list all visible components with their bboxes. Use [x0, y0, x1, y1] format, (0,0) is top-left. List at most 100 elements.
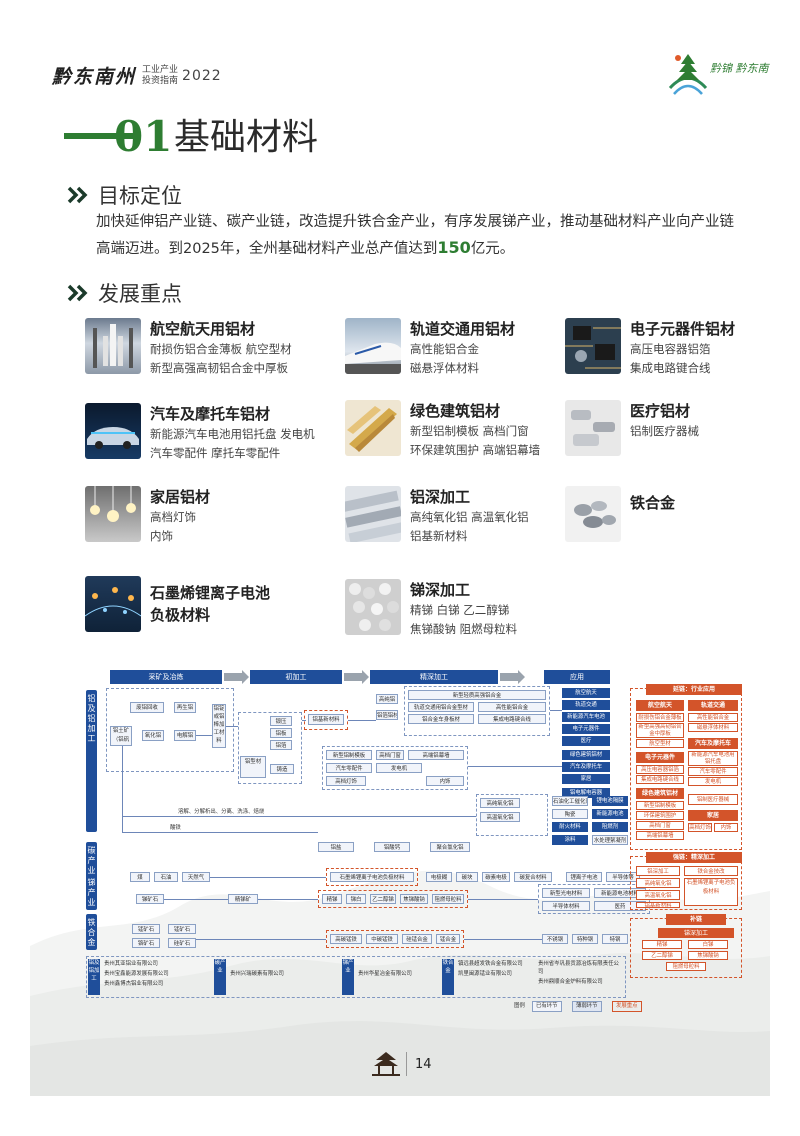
carbon-item: 石墨烯锂离子电池负极材料	[330, 872, 414, 882]
carbon-item: 碳块	[456, 872, 478, 882]
oxide-box: 高纯氧化铝	[480, 798, 520, 808]
goal-text-after: 亿元。	[470, 241, 515, 257]
battery-network-image	[85, 576, 141, 632]
connector	[468, 899, 538, 900]
card-line: 焦锑酸钠 阻燃母粒料	[410, 622, 518, 636]
card-line: 汽车零配件 摩托车零配件	[150, 446, 281, 460]
pagoda-logo-icon	[668, 54, 708, 95]
legend-label: 图例	[514, 1003, 525, 1009]
al-deep-item: 铝合金车身板材	[408, 714, 474, 724]
al-deep-upper-group	[404, 686, 550, 736]
fe-raw: 硅矿石	[168, 938, 196, 948]
antimony-granules-image	[345, 579, 401, 635]
rp-item: 高档灯饰	[688, 823, 712, 832]
rp-item: 耐损伤铝合金薄板	[636, 713, 684, 722]
al-primary-item: 铝箔铝材	[376, 710, 398, 720]
rp-item: 新型铝制模板	[636, 801, 684, 810]
focus-card-auto: 汽车及摩托车铝材 新能源汽车电池用铝托盘 发电机 汽车零配件 摩托车零配件	[85, 403, 315, 463]
company-name: 贵州其亚铝业有限公司	[104, 961, 158, 967]
fe-raw: 锰矿石	[132, 924, 160, 934]
rp-item: 高温氧化铝	[636, 890, 680, 900]
brand-sub-line2: 投资指南	[142, 75, 179, 86]
rp-heading: 航空航天	[636, 700, 684, 711]
al-deep-item: 集成电路键合线	[478, 714, 546, 724]
ferroalloy-pieces-image	[565, 486, 621, 542]
app-box: 轨道交通	[562, 700, 610, 710]
al-raw-group	[106, 688, 234, 772]
rp-item: 白锑	[688, 940, 728, 949]
company-name: 贵州兴瑞碳素有限公司	[230, 971, 284, 977]
fe-item: 锰合金	[436, 934, 460, 944]
oxide-app: 耐火材料	[552, 822, 588, 832]
card-title: 汽车及摩托车铝材	[150, 405, 271, 423]
card-title: 石墨烯锂离子电池	[150, 584, 271, 602]
row-label-aluminum: 铝及铝加工	[86, 690, 97, 832]
strengthen-chain-title: 强链：精深加工	[646, 852, 742, 863]
al-ingot-box: 铝锭或铝棒加工材料	[212, 704, 226, 748]
app-box: 航空航天	[562, 688, 610, 698]
rp-item: 发电机	[688, 777, 738, 786]
connector	[302, 720, 306, 721]
aluminum-blocks-image	[565, 400, 621, 456]
card-line: 内饰	[150, 529, 173, 543]
circuit-board-image	[565, 318, 621, 374]
antimony-highlight	[318, 890, 468, 908]
card-title: 家居铝材	[150, 488, 211, 506]
brand-subtitle: 工业产业 投资指南	[142, 65, 178, 87]
connector	[468, 766, 562, 767]
connector	[196, 735, 212, 736]
app-box: 汽车及摩托车	[562, 762, 610, 772]
logo: 黔锦 黔东南	[666, 48, 770, 98]
card-line: 新能源汽车电池用铝托盘 发电机	[150, 427, 315, 441]
al-primary-item: 铝板	[270, 728, 292, 738]
focus-heading-text: 发展重点	[98, 282, 182, 306]
rp-heading: 轨道交通	[688, 700, 738, 711]
cast-profile-box: 铝型材	[240, 756, 266, 778]
app-box: 新能源汽车电池	[562, 712, 610, 722]
antimony-app: 半导体材料	[542, 901, 590, 911]
app-box: 绿色建筑铝材	[562, 750, 610, 760]
focus-card-building: 绿色建筑铝材 新型铝制模板 高档门窗 环保建筑围护 高端铝幕墙	[345, 400, 540, 460]
stage-band: 精深加工	[370, 670, 498, 684]
app-box: 电子元器件	[562, 724, 610, 734]
card-line: 集成电路键合线	[630, 361, 711, 375]
oxide-app: 陶瓷	[552, 809, 588, 819]
waste-al-box: 废铝回收	[130, 702, 164, 713]
card-title: 医疗铝材	[630, 402, 691, 420]
fe-raw: 锰矿石	[168, 924, 196, 934]
al-primary-item: 铸造	[270, 764, 294, 774]
section-bar	[64, 133, 140, 139]
rp-item: 磁悬浮体材料	[688, 723, 738, 732]
card-line: 新型高强高韧铝合金中厚板	[150, 361, 288, 375]
fe-app: 特钢	[602, 934, 628, 944]
goal-number: 150	[437, 238, 471, 257]
card-line: 铝基新材料	[410, 529, 468, 543]
goal-heading: 目标定位	[66, 180, 182, 210]
company-name: 贵州省岑巩县贡源冶炼有限责任公司	[538, 961, 619, 975]
row-label-carbon: 碳产业	[86, 842, 97, 880]
card-line: 高压电容器铝箔	[630, 342, 711, 356]
connector	[122, 816, 476, 817]
card-title: 铁合金	[630, 494, 676, 512]
card-title: 铝深加工	[410, 488, 471, 506]
section-number: 01	[114, 112, 173, 161]
oxide-app: 涂料	[552, 835, 588, 845]
fe-item: 高碳锰铁	[330, 934, 362, 944]
al-deep-item: 轨道交通用铝合金型材	[408, 702, 474, 712]
bauxite-box: 铝土矿（铝矾土）	[110, 726, 132, 746]
rp-item: 集成电路键合线	[636, 775, 684, 784]
brand-name: 黔东南州	[52, 66, 137, 88]
company-name: 凯里闽源锰业有限公司	[458, 971, 512, 977]
stage-band: 采矿及冶炼	[110, 670, 222, 684]
connector	[196, 939, 326, 940]
antimony-item: 精锑	[322, 894, 342, 904]
al-primary-item: 高纯铝	[376, 694, 398, 704]
connector	[122, 746, 123, 832]
company-label: 碳产业	[214, 959, 226, 995]
high-speed-train-image	[345, 318, 401, 374]
card-line: 高纯氧化铝 高温氧化铝	[410, 510, 529, 524]
pavilion-icon	[372, 1052, 400, 1076]
footer-divider	[406, 1052, 407, 1076]
card-title: 航空航天用铝材	[150, 320, 256, 338]
connector	[258, 899, 318, 900]
